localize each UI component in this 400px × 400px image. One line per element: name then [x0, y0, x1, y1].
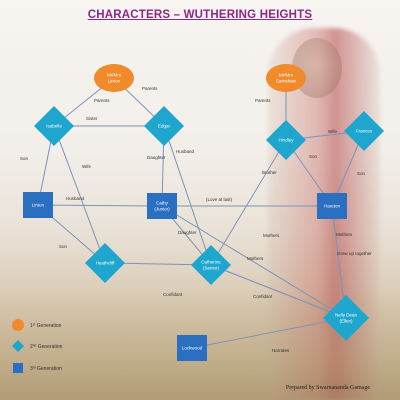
- legend-square-icon: [13, 363, 23, 373]
- node-cathy-label: (Junior): [154, 207, 170, 212]
- legend: 1st Generation 2nd Generation 3rd Generati…: [12, 319, 63, 373]
- node-hindley-label: Hindley: [278, 138, 294, 143]
- edge-label: Sister: [86, 116, 98, 121]
- edge-label: Son: [20, 156, 29, 161]
- node-linton-shape: [23, 192, 53, 218]
- edge-label: Wife: [82, 164, 91, 169]
- edge-lockwood-nelly: [191, 317, 347, 349]
- edge-isabella-heathcliff: [53, 125, 106, 264]
- edge-edgar-catherine: [163, 125, 212, 266]
- edge-label: Mothers: [247, 256, 264, 261]
- node-catherine-label: Catherine: [201, 260, 221, 265]
- node-cathy-label: Cathy: [156, 201, 169, 206]
- edge-label: Brother: [262, 170, 277, 175]
- node-hareton-shape: [317, 193, 347, 219]
- node-lintons-shape: [94, 64, 134, 92]
- node-linton-label: Linton: [32, 203, 45, 208]
- node-cathy-shape: [147, 193, 177, 219]
- node-isabella-label: Isabella: [46, 124, 62, 129]
- node-lintons-label: Linton: [108, 79, 121, 84]
- node-earnshaws-shape: [266, 64, 306, 92]
- edge-label: Confidant: [163, 292, 183, 297]
- edge-label: Confidant: [253, 294, 273, 299]
- background-figure-head: [292, 38, 342, 98]
- edge-label: Daughter: [178, 230, 197, 235]
- edge-label: Parents: [94, 98, 110, 103]
- edge-label: Mothers: [263, 233, 280, 238]
- node-heathcliff-shape: [85, 243, 125, 283]
- node-catherine-shape: [191, 245, 231, 285]
- node-isabella-shape: [34, 106, 74, 146]
- edge-label: (Love at last): [206, 197, 233, 202]
- legend-label: 3rd Generation: [30, 365, 62, 372]
- credit-text: Prepared by Swarnananda Gamage: [285, 385, 370, 391]
- legend-label: 1st Generation: [30, 322, 62, 329]
- node-frances-label: Frances: [356, 129, 373, 134]
- legend-diamond-icon: [12, 340, 24, 352]
- node-hindley-shape: [266, 120, 306, 160]
- edge-label: Husband: [66, 196, 85, 201]
- node-edgar-shape: [144, 106, 184, 146]
- node-edgar-label: Edgar: [158, 124, 171, 129]
- edge-cathy-nelly: [161, 205, 347, 319]
- node-earnshaws-label: Mr/Mrs: [279, 73, 294, 78]
- edge-label: Mothers: [336, 232, 353, 237]
- edge-label: Grew up together: [337, 251, 372, 256]
- edge-linton-cathy: [37, 204, 163, 207]
- diagram-title: CHARACTERS – WUTHERING HEIGHTS: [87, 9, 313, 21]
- node-heathcliff-label: Heathcliff: [96, 261, 115, 266]
- node-frances-shape: [344, 111, 384, 151]
- node-lockwood-shape: [177, 335, 207, 361]
- edge-label: Husband: [176, 149, 195, 154]
- edge-catherine-nelly: [210, 264, 347, 319]
- node-hareton-label: Hareton: [324, 204, 341, 209]
- edge-label: Wife: [328, 129, 337, 134]
- legend-label: 2nd Generation: [30, 343, 63, 350]
- node-nelly-label: Nelly Dean: [335, 313, 358, 318]
- node-catherine-label: (Senior): [203, 266, 220, 271]
- node-nelly-label: (Ellen): [339, 319, 353, 324]
- node-lintons-label: Mr/Mrs: [107, 73, 122, 78]
- legend-circle-icon: [12, 319, 24, 331]
- edge-labels: ParentsParentsSisterSonHusbandWifeDaught…: [20, 86, 372, 353]
- edge-hindley-catherine: [210, 139, 287, 266]
- node-nelly-shape: [323, 295, 369, 341]
- edge-label: Son: [59, 244, 68, 249]
- node-lockwood-label: Lockwood: [182, 346, 203, 351]
- edge-label: Daughter: [147, 155, 166, 160]
- edge-label: Son: [357, 171, 366, 176]
- edge-label: Parents: [255, 98, 271, 103]
- node-earnshaws-label: Earnshaw: [276, 79, 297, 84]
- edge-label: Parents: [142, 86, 158, 91]
- edge-label: Narrates: [272, 348, 290, 353]
- edge-label: Son: [309, 154, 318, 159]
